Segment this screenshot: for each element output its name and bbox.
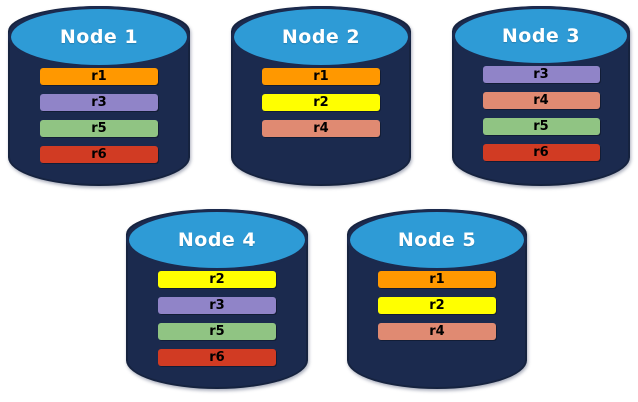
record-label: r3 (91, 95, 107, 110)
record-bar-r3[interactable]: r3 (158, 297, 276, 314)
record-bar-r1[interactable]: r1 (378, 271, 496, 288)
record-label: r3 (209, 298, 225, 313)
record-bar-r6[interactable]: r6 (482, 144, 600, 161)
record-bar-r4[interactable]: r4 (378, 323, 496, 340)
record-label: r2 (209, 272, 225, 287)
record-label: r6 (209, 350, 225, 365)
record-label: r2 (429, 298, 445, 313)
record-label: r3 (533, 67, 549, 82)
database-node-2[interactable]: Node 2 r1 r2 r4 (231, 6, 411, 186)
cylinder-top-ellipse: Node 3 (452, 6, 630, 66)
record-bar-r6[interactable]: r6 (40, 146, 158, 163)
database-node-5[interactable]: Node 5 r1 r2 r4 (347, 209, 527, 389)
record-list: r1 r2 r4 (347, 271, 527, 340)
record-label: r1 (313, 69, 329, 84)
record-bar-r1[interactable]: r1 (262, 68, 380, 85)
cylinder-top-ellipse: Node 1 (8, 6, 190, 68)
node-title: Node 2 (281, 26, 361, 48)
node-title: Node 4 (177, 229, 257, 251)
record-bar-r5[interactable]: r5 (158, 323, 276, 340)
record-bar-r3[interactable]: r3 (40, 94, 158, 111)
node-title: Node 3 (501, 25, 581, 47)
record-label: r6 (91, 147, 107, 162)
record-label: r5 (209, 324, 225, 339)
record-label: r5 (533, 119, 549, 134)
record-label: r4 (533, 93, 549, 108)
record-list: r1 r2 r4 (231, 68, 411, 137)
record-label: r2 (313, 95, 329, 110)
node-title: Node 1 (59, 26, 139, 48)
node-title: Node 5 (397, 229, 477, 251)
record-label: r6 (533, 145, 549, 160)
record-label: r1 (429, 272, 445, 287)
record-list: r2 r3 r5 r6 (126, 271, 308, 366)
record-label: r4 (313, 121, 329, 136)
record-list: r3 r4 r5 r6 (452, 66, 630, 161)
record-bar-r2[interactable]: r2 (378, 297, 496, 314)
database-node-1[interactable]: Node 1 r1 r3 r5 r6 (8, 6, 190, 186)
record-bar-r4[interactable]: r4 (482, 92, 600, 109)
record-bar-r1[interactable]: r1 (40, 68, 158, 85)
cylinder-top-ellipse: Node 4 (126, 209, 308, 271)
record-bar-r6[interactable]: r6 (158, 349, 276, 366)
record-label: r5 (91, 121, 107, 136)
record-label: r4 (429, 324, 445, 339)
record-bar-r5[interactable]: r5 (482, 118, 600, 135)
record-bar-r5[interactable]: r5 (40, 120, 158, 137)
record-bar-r2[interactable]: r2 (158, 271, 276, 288)
database-node-3[interactable]: Node 3 r3 r4 r5 r6 (452, 6, 630, 186)
record-label: r1 (91, 69, 107, 84)
record-list: r1 r3 r5 r6 (8, 68, 190, 163)
database-node-4[interactable]: Node 4 r2 r3 r5 r6 (126, 209, 308, 389)
cylinder-top-ellipse: Node 5 (347, 209, 527, 271)
cylinder-top-ellipse: Node 2 (231, 6, 411, 68)
record-bar-r3[interactable]: r3 (482, 66, 600, 83)
record-bar-r4[interactable]: r4 (262, 120, 380, 137)
record-bar-r2[interactable]: r2 (262, 94, 380, 111)
